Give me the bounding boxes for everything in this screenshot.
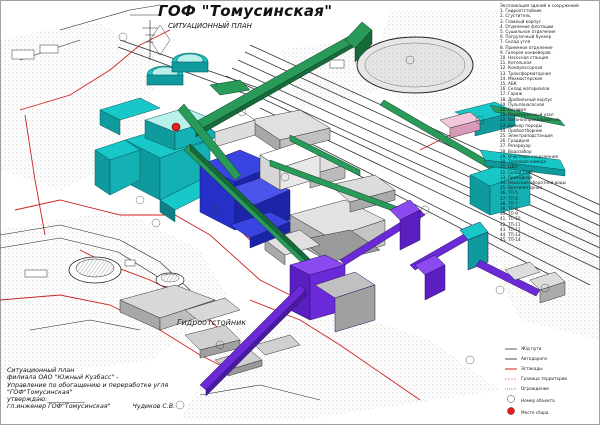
legend-bottom-swatches [505,348,517,415]
legend-item: 13. Трансформаторная [500,70,551,76]
legend-title: Экспликация зданий и сооружений [500,3,579,8]
assembly-point-marker [171,122,181,132]
purple-galleries [199,199,541,397]
footer-line-6: гл.инженер ГОФ"Томусинская" Чудиков С.В. [7,403,175,410]
legend-explication: Экспликация зданий и сооружений 1. Гидро… [500,3,579,242]
legend-item: 29. Очистные сооружения [500,153,559,159]
legend-item: 7. Склад угля [500,39,531,45]
legend-item: 15. АБК [500,81,517,87]
legend-item: 24. Пробоотборник [500,127,543,133]
legend-item: 6. Погрузочный бункер [500,34,552,40]
legend-item: 9. Галерея конвейеров [500,49,551,55]
legend-item: 37. ТП-6 [500,195,518,201]
legend-item: 42. ТП-11 [500,221,521,227]
footer-line-5: утверждаю:____________ [7,396,86,404]
footer-line-2: филиала ОАО "Южный Кузбасс" - [7,374,119,382]
footer-line-4: "ГОФ"Томусинская" [7,388,73,396]
thickeners [146,52,209,86]
footer-role: гл.инженер ГОФ"Томусинская" [7,403,111,411]
legend-item: 22. Вагоноопрокидыватель [500,117,561,123]
legend-item: 21. Перегрузочный узел [500,112,554,118]
power-tower [130,14,160,60]
legend-item: 20. Весовая [500,107,526,113]
legend-symbol-label: Номер объекта [521,398,555,403]
legend-item: 38. ТП-7 [500,200,518,206]
settling-pond-label: Гидроотстойник [177,318,247,327]
legend-item: 18. Дробильный корпус [500,96,553,102]
legend-item: 43. ТП-12 [500,226,521,232]
legend-item: 16. Склад материалов [500,86,550,92]
legend-item: 28. Водозабор [500,148,532,154]
legend-item: 11. Котельная [500,60,532,66]
legend-symbol-label: Граница территории [521,376,568,381]
object-number-markers [118,32,550,410]
footer-signatory: Чудиков С.В. [132,403,176,411]
legend-item: 40. ТП-9 [500,211,518,217]
legend-item: 25. Электроподстанция [500,133,553,139]
pink-sheds [439,111,481,139]
legend-symbol-label: Эстакады [521,366,543,371]
legend-item: 34. Насосная оборотной воды [500,179,566,185]
legend-item: 1. Гидроотстойник [500,8,542,14]
legend-item: 41. ТП-10 [500,216,521,222]
legend-item: 39. ТП-8 [500,205,518,211]
small-houses [11,44,345,278]
legend-item: 4. Отделение флотации [500,23,554,29]
legend-symbol-label: Ограждение [521,386,549,391]
footer-line-1: Ситуационный план [7,367,75,374]
round-tank-small [155,272,185,288]
legend-item: 30. Тепловая камера [500,159,547,165]
legend-item: 35. Вентиляторная [500,185,543,191]
legend-item: 45. ТП-14 [500,237,521,243]
legend-item: 33. Проходная [500,174,533,180]
legend-item: 17. Гараж [500,91,523,97]
footer-block: Ситуационный план филиала ОАО "Южный Куз… [7,367,175,411]
legend-item: 44. ТП-13 [500,231,521,237]
legend-item: 31. ЦДП [500,164,518,170]
legend-item: 26. Градирня [500,138,530,144]
legend-item: 2. Сгуститель [500,13,531,19]
legend-symbol-label: Ж/д пути [521,346,542,351]
legend-item: 3. Главный корпус [500,18,541,24]
legend-item: 14. Мехмастерские [500,75,543,81]
settling-pond [356,36,474,94]
legend-symbol-label: Автодороги [521,356,547,361]
legend-item: 32. Склад ГСМ [500,169,533,175]
legend-item: 5. Сушильное отделение [500,29,556,35]
legend-item: 10. Насосная станция [500,55,549,61]
loading-bunker-teal [454,101,566,216]
footer-line-3: Управление по обогащению и переработке у… [7,381,169,389]
legend-item: 19. Пульпонасосная [500,101,545,107]
round-stockpile [68,256,122,284]
grey-building-right [504,261,566,304]
page-title: ГОФ "Томусинская" [158,2,333,20]
legend-symbol-label: Место сбора [521,410,549,415]
legend-item: 23. Бункер породы [500,122,542,128]
legend-item: 36. ТП-5 [500,190,518,196]
main-building-teal [94,97,226,223]
conveyor-galleries-green [149,21,505,291]
legend-item: 12. Компрессорная [500,65,543,71]
legend-item: 27. Резервуар [500,143,531,149]
page-subtitle: СИТУАЦИОННЫЙ ПЛАН [168,22,252,30]
legend-item: 8. Приемное отделение [500,44,553,50]
